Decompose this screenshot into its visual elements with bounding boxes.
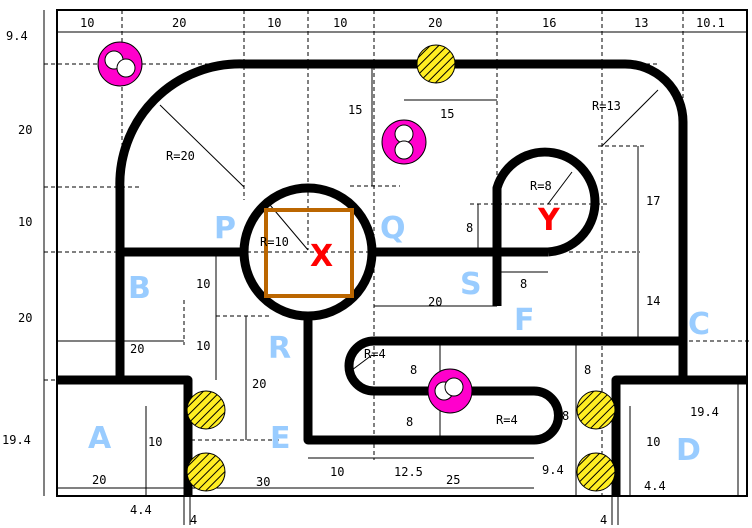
dim-12-5: 12.5 — [394, 465, 423, 479]
zone-c-label: C — [688, 307, 710, 342]
zone-p-label: P — [214, 211, 236, 246]
dim-10-a: 10 — [148, 435, 162, 449]
dim-4-left: 4 — [190, 513, 197, 527]
center-box — [264, 208, 354, 298]
zone-e-label: E — [270, 421, 291, 456]
yellow-hatched-icon — [576, 390, 616, 430]
dim-10-b-upper: 10 — [196, 277, 210, 291]
dim-10-b-lower: 10 — [196, 339, 210, 353]
dim-8-h: 8 — [520, 277, 527, 291]
dim-10-bottom: 10 — [330, 465, 344, 479]
dim-4-4-left: 4.4 — [130, 503, 152, 517]
magenta-target-icon — [381, 119, 427, 165]
dim-20-r: 20 — [252, 377, 266, 391]
marker-y-label: Y — [537, 203, 561, 238]
dim-20-left: 20 — [130, 342, 144, 356]
radius-4-right-label: R=4 — [496, 413, 518, 427]
left-dim-3: 10 — [18, 215, 32, 229]
dim-20-s: 20 — [428, 295, 442, 309]
red-markers: X Y — [310, 203, 561, 274]
magenta-target-icon — [97, 41, 143, 87]
dim-8-e-upper: 8 — [410, 363, 417, 377]
zone-f-label: F — [514, 303, 535, 338]
magenta-target-icon — [427, 368, 473, 414]
track — [57, 59, 747, 496]
board-border — [56, 9, 748, 497]
top-dim-1: 10 — [80, 16, 94, 30]
yellow-hatched-icon — [576, 452, 616, 492]
yellow-hatched-icon — [416, 44, 456, 84]
dim-8-e-lower: 8 — [406, 415, 413, 429]
dim-10-d: 10 — [646, 435, 660, 449]
top-dim-7: 13 — [634, 16, 648, 30]
radius-8-label: R=8 — [530, 179, 552, 193]
top-dimensions: 10 20 10 10 20 16 13 10.1 — [80, 16, 725, 30]
magenta-targets — [97, 41, 473, 414]
dim-8-right-upper: 8 — [584, 363, 591, 377]
dim-8-right-lower: 8 — [562, 409, 569, 423]
zone-labels: A B C D E F P Q R S — [88, 211, 710, 468]
dim-30: 30 — [256, 475, 270, 489]
left-dim-2: 20 — [18, 123, 32, 137]
radius-13-label: R=13 — [592, 99, 621, 113]
zone-d-label: D — [676, 433, 701, 468]
dim-20-a: 20 — [92, 473, 106, 487]
top-dim-4: 10 — [333, 16, 347, 30]
dim-14: 14 — [646, 294, 660, 308]
left-dim-4: 20 — [18, 311, 32, 325]
dim-17: 17 — [646, 194, 660, 208]
dim-4-4-right: 4.4 — [644, 479, 666, 493]
dim-15-vertical: 15 — [348, 103, 362, 117]
zone-r-label: R — [268, 331, 291, 366]
radius-4-left-label: R=4 — [364, 347, 386, 361]
radius-10-label: R=10 — [260, 235, 289, 249]
zone-a-label: A — [88, 421, 112, 456]
dim-25: 25 — [446, 473, 460, 487]
top-dim-6: 16 — [542, 16, 556, 30]
top-dim-5: 20 — [428, 16, 442, 30]
zone-b-label: B — [128, 271, 151, 306]
top-dim-3: 10 — [267, 16, 281, 30]
dim-9-4-bottom: 9.4 — [542, 463, 564, 477]
dim-15-horizontal: 15 — [440, 107, 454, 121]
inner-dimensions: 15 15 17 14 8 8 10 10 20 20 20 8 8 8 8 1… — [92, 103, 719, 527]
dim-19-4-right: 19.4 — [690, 405, 719, 419]
left-dim-1: 9.4 — [6, 29, 28, 43]
radius-20-label: R=20 — [166, 149, 195, 163]
marker-x-label: X — [310, 239, 333, 274]
yellow-hatched-icon — [186, 452, 226, 492]
top-dim-2: 20 — [172, 16, 186, 30]
top-dim-8: 10.1 — [696, 16, 725, 30]
radius-labels: R=20 R=13 R=10 R=8 R=4 R=4 — [166, 99, 621, 427]
dimension-lines — [43, 10, 747, 525]
zone-q-label: Q — [380, 211, 406, 246]
yellow-targets — [186, 44, 616, 492]
dim-8-s: 8 — [466, 221, 473, 235]
dim-4-right: 4 — [600, 513, 607, 527]
zone-s-label: S — [460, 267, 482, 302]
yellow-hatched-icon — [186, 390, 226, 430]
left-dimensions: 9.4 20 10 20 19.4 — [2, 29, 32, 447]
left-dim-5: 19.4 — [2, 433, 31, 447]
